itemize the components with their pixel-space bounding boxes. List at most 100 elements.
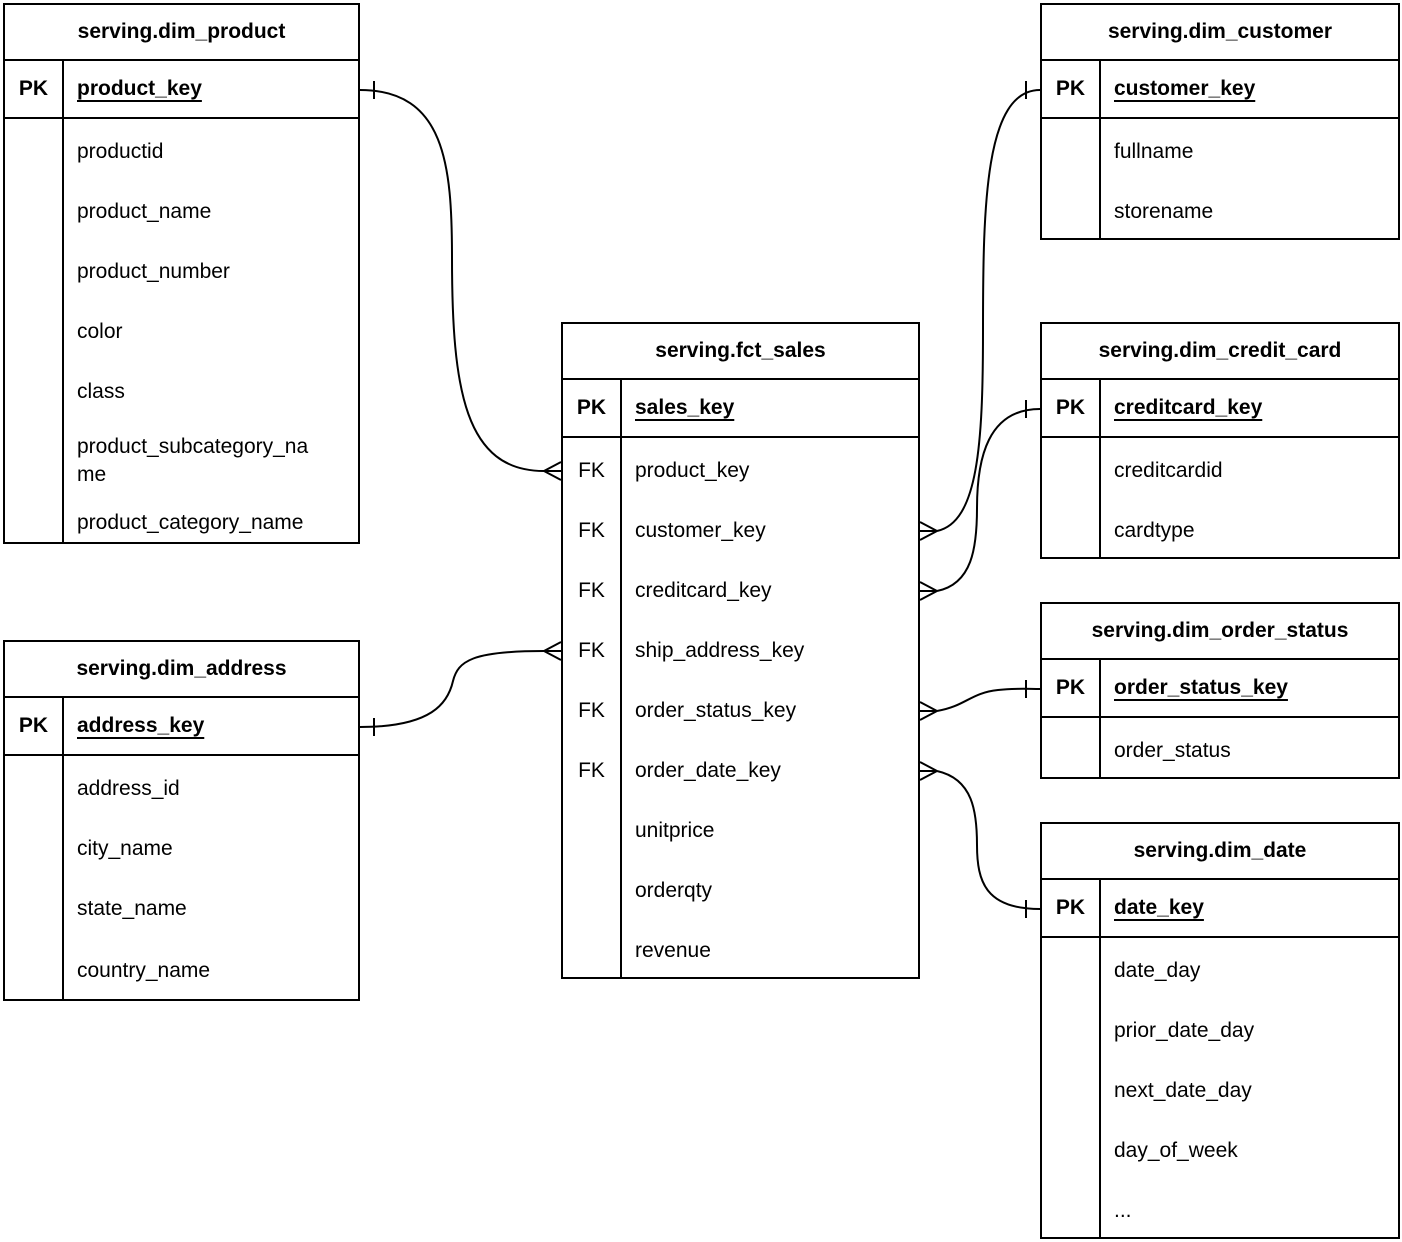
pk-badge: PK [18,77,49,100]
key-column-divider [1099,660,1101,777]
field-name: city_name [77,837,173,860]
entity-title: serving.dim_customer [1042,5,1398,61]
key-badge-empty [5,819,62,879]
relationship-dim_product-product_key[interactable] [359,81,562,481]
field-row: city_name [5,819,358,879]
fk-badge: FK [578,459,605,482]
fk-badge: FK [578,519,605,542]
key-column-divider [1099,380,1101,557]
field-row: next_date_day [1042,1061,1398,1121]
entity-fields: order_status [1042,718,1398,781]
field-row: product_name [5,182,358,242]
pk-badge: PK [1055,77,1086,100]
key-badge-empty [1042,182,1099,242]
field-name: order_status_key [1114,676,1288,699]
field-row: unitprice [563,801,918,861]
field-name: state_name [77,897,187,920]
relationship-dim_order_status-order_status_key[interactable] [919,680,1041,721]
field-name: orderqty [635,879,713,902]
field-name: unitprice [635,819,715,842]
field-row: ... [1042,1181,1398,1241]
many-cardinality-crowsfoot [919,761,938,781]
field-row: country_name [5,939,358,1003]
fk-badge: FK [578,579,605,602]
entity-fields: creditcardid cardtype [1042,438,1398,561]
key-badge-empty [5,242,62,302]
field-row: product_category_name [5,500,358,546]
field-row: product_number [5,242,358,302]
key-column-divider [62,698,64,999]
entity-title: serving.dim_order_status [1042,604,1398,660]
relationship-dim_customer-customer_key[interactable] [919,81,1041,541]
field-row: order_status [1042,721,1398,781]
field-name: day_of_week [1114,1139,1238,1162]
field-name: country_name [77,959,211,982]
pk-badge: PK [1055,396,1086,419]
relationship-dim_address-ship_address_key[interactable] [359,641,562,736]
key-badge-empty [5,500,62,546]
key-column-divider [1099,880,1101,1237]
field-name: class [77,380,125,403]
key-badge-empty [5,182,62,242]
entity-title: serving.dim_credit_card [1042,324,1398,380]
field-row: day_of_week [1042,1121,1398,1181]
key-badge-empty [1042,1001,1099,1061]
relationship-dim_credit_card-creditcard_key[interactable] [919,400,1041,601]
relationship-line [359,89,545,472]
field-row: fullname [1042,122,1398,182]
field-row: class [5,362,358,422]
field-name: storename [1114,200,1214,223]
many-cardinality-crowsfoot [543,461,562,481]
key-column-divider [62,61,64,542]
entity-title: serving.dim_date [1042,824,1398,880]
field-name: ship_address_key [635,639,805,662]
field-row: address_id [5,759,358,819]
entity-fields: fullname storename [1042,119,1398,242]
field-row: productid [5,122,358,182]
key-column-divider [1099,61,1101,238]
relationship-dim_date-order_date_key[interactable] [919,761,1041,918]
pk-badge: PK [1055,676,1086,699]
pk-badge: PK [18,714,49,737]
field-row: prior_date_day [1042,1001,1398,1061]
primary-key-row: PK order_status_key [1042,660,1398,718]
key-badge-empty [5,362,62,422]
field-row: FK customer_key [563,501,918,561]
field-name: cardtype [1114,519,1195,542]
key-badge-empty [5,759,62,819]
field-name: creditcard_key [635,579,772,602]
key-badge-empty [5,422,62,500]
field-row: storename [1042,182,1398,242]
key-badge-empty [563,861,620,921]
many-cardinality-crowsfoot [543,641,562,661]
field-name: customer_key [635,519,766,542]
key-badge-empty [563,921,620,981]
key-badge-empty [1042,441,1099,501]
field-row: date_day [1042,941,1398,1001]
key-badge-empty [563,801,620,861]
entity-title: serving.fct_sales [563,324,918,380]
field-row: state_name [5,879,358,939]
entity-fields: address_id city_name state_name country_nam… [5,756,358,1003]
field-name: creditcardid [1114,459,1223,482]
relationship-line [936,770,1041,910]
